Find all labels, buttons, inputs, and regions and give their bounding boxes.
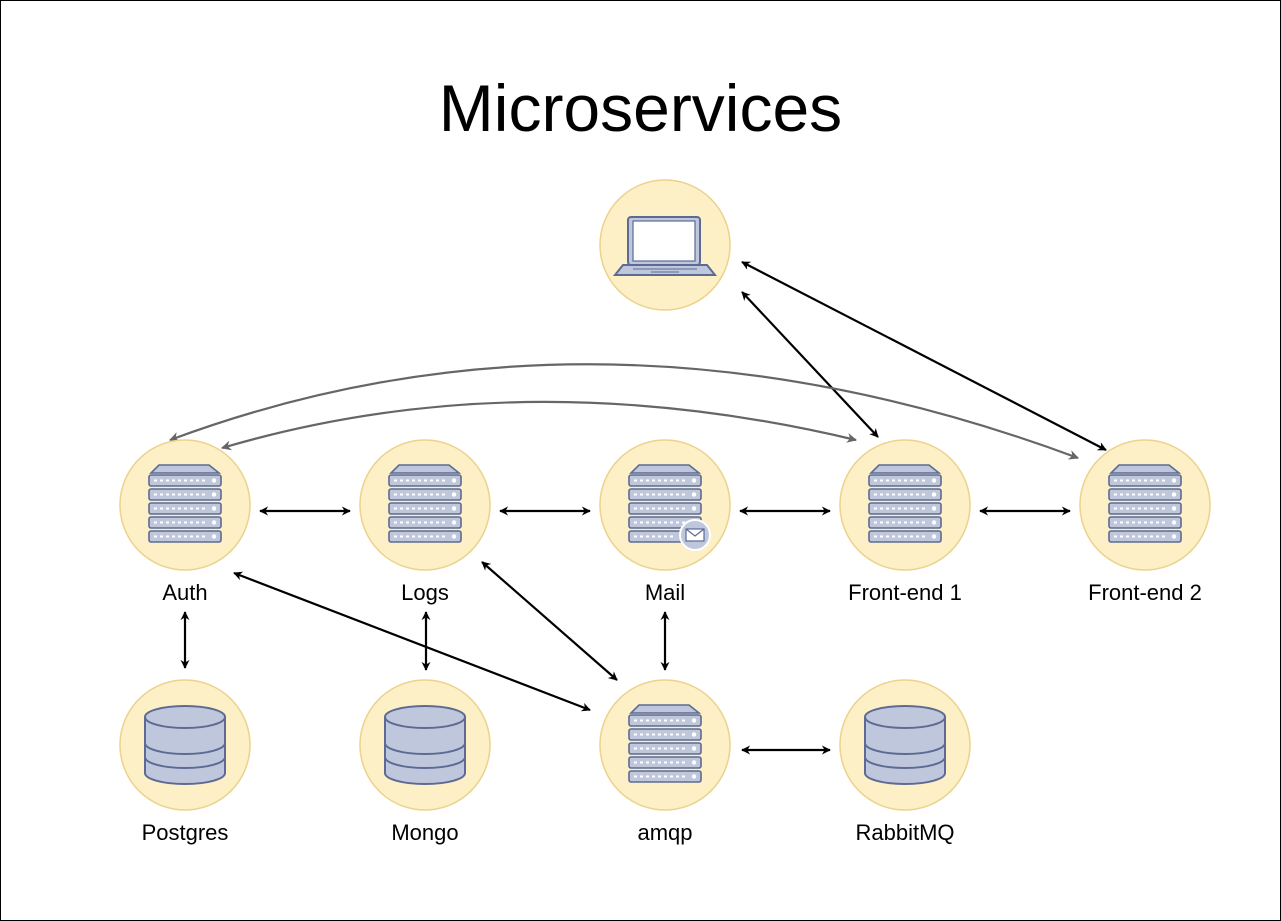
database-icon (864, 705, 946, 785)
label-mail: Mail (645, 580, 685, 605)
server-icon (1108, 464, 1182, 543)
label-rabbitmq: RabbitMQ (855, 820, 954, 845)
label-postgres: Postgres (142, 820, 229, 845)
mail-server-icon (628, 464, 711, 551)
frontend1-node (839, 439, 971, 571)
mongo-node (359, 679, 491, 811)
label-mongo: Mongo (391, 820, 458, 845)
edge-logs-amqp (481, 561, 618, 681)
rabbitmq-node (839, 679, 971, 811)
server-icon (148, 464, 222, 543)
edge-auth-frontend1-curve (221, 400, 857, 451)
edge-client-frontend1 (741, 291, 879, 438)
label-amqp: amqp (637, 820, 692, 845)
edge-client-frontend2 (741, 261, 1107, 451)
postgres-node (119, 679, 251, 811)
edge-auth-amqp (233, 571, 591, 712)
server-icon (868, 464, 942, 543)
label-auth: Auth (162, 580, 207, 605)
server-icon (628, 704, 702, 783)
server-icon (388, 464, 462, 543)
auth-node (119, 439, 251, 571)
label-logs: Logs (401, 580, 449, 605)
label-frontend2: Front-end 2 (1088, 580, 1202, 605)
frontend2-node (1079, 439, 1211, 571)
client-node (599, 179, 731, 311)
database-icon (144, 705, 226, 785)
mail-node (599, 439, 731, 571)
laptop-icon (612, 216, 718, 276)
edge-auth-frontend2-curve (169, 363, 1079, 460)
logs-node (359, 439, 491, 571)
amqp-node (599, 679, 731, 811)
label-frontend1: Front-end 1 (848, 580, 962, 605)
diagram-title: Microservices (438, 71, 843, 145)
database-icon (384, 705, 466, 785)
